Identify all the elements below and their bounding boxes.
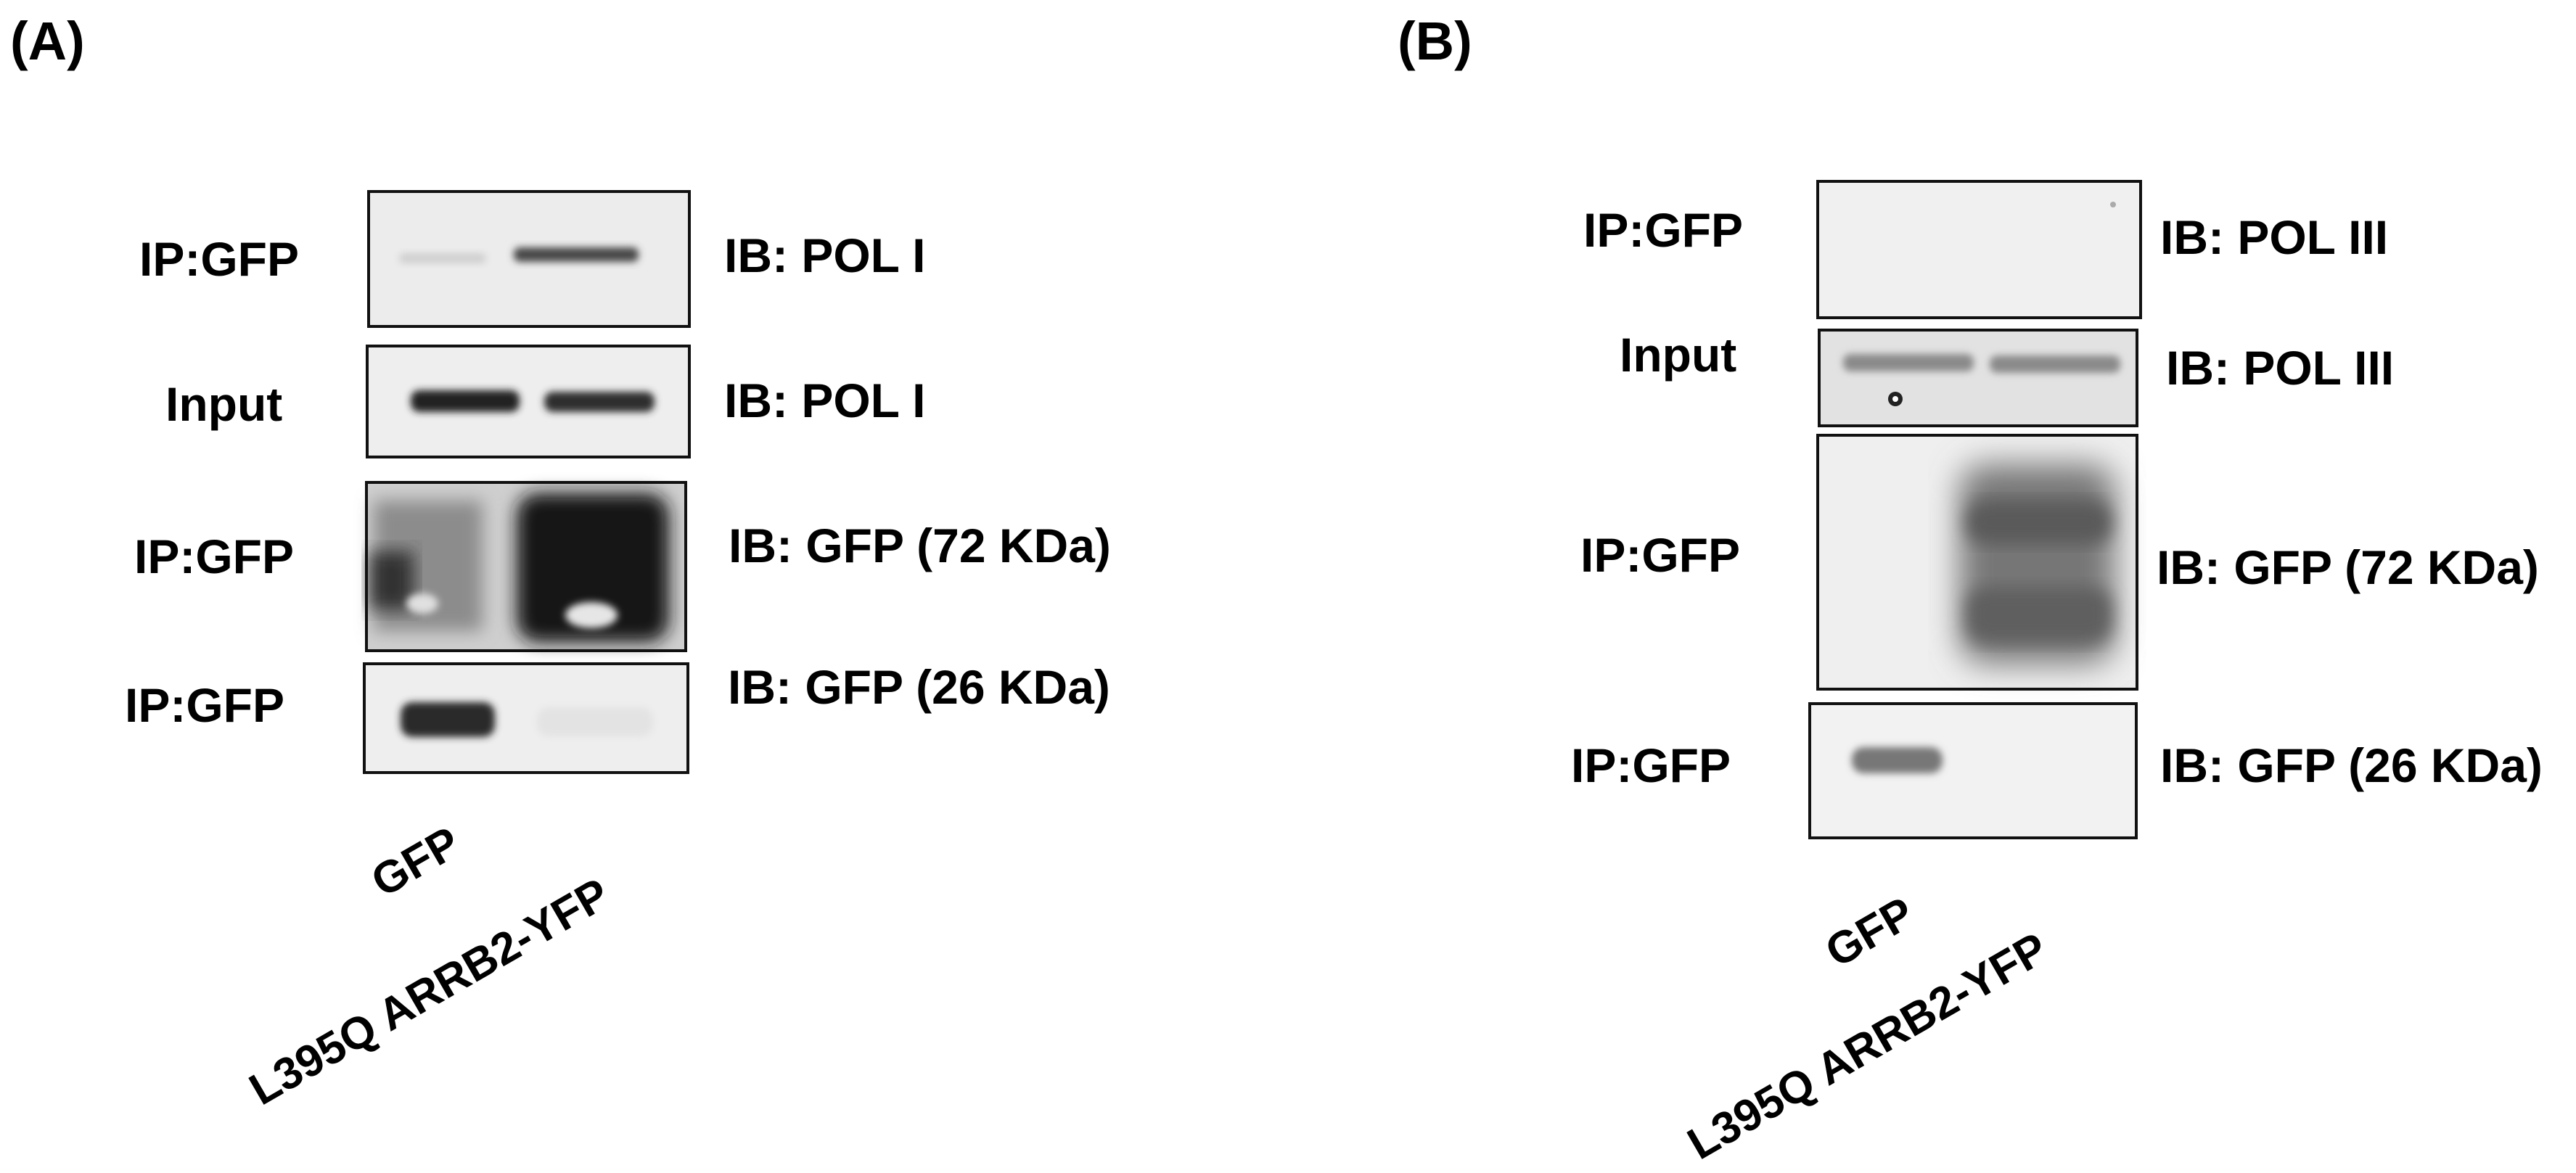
blot-frame xyxy=(366,345,691,458)
band xyxy=(514,247,639,262)
blot-label: IB: POL III xyxy=(2166,341,2394,395)
lane-label: L395Q ARRB2-YFP xyxy=(242,869,618,1115)
panel-a-blot-3: IP:GFP IB: GFP (72 KDa) xyxy=(134,481,1111,652)
panel-b-blot-2: Input IB: POL III xyxy=(1620,328,2394,427)
panel-b-blot-1: IP:GFP IB: POL III xyxy=(1583,180,2388,319)
lane-label: GFP xyxy=(364,818,469,907)
blot-frame xyxy=(363,662,689,774)
blot-background xyxy=(1818,181,2141,318)
panel-a-blot-4: IP:GFP IB: GFP (26 KDa) xyxy=(125,660,1110,774)
bubble xyxy=(565,602,618,628)
faint-band xyxy=(537,707,653,736)
speck xyxy=(2110,202,2116,207)
band xyxy=(544,392,655,412)
blot-frame xyxy=(1818,329,2138,427)
blot-label: IB: GFP (72 KDa) xyxy=(729,519,1111,572)
panel-b-blot-4: IP:GFP IB: GFP (26 KDa) xyxy=(1571,702,2543,839)
blot-frame xyxy=(1816,180,2142,319)
row-label: IP:GFP xyxy=(1571,738,1731,792)
faint-band xyxy=(399,253,486,263)
speck xyxy=(1892,396,1898,402)
panel-b-blot-3: IP:GFP IB: GFP (72 KDa) xyxy=(1580,434,2539,691)
band xyxy=(517,493,669,642)
blot-frame xyxy=(1816,434,2138,691)
band xyxy=(1990,355,2120,373)
blot-label: IB: POL I xyxy=(724,374,925,427)
bubble xyxy=(406,593,438,614)
blot-label: IB: POL III xyxy=(2160,210,2388,264)
blot-frame xyxy=(367,190,691,328)
blot-frame xyxy=(365,481,687,652)
band xyxy=(1966,588,2112,642)
row-label: IP:GFP xyxy=(1580,528,1740,582)
blot-label: IB: GFP (72 KDa) xyxy=(2157,540,2539,594)
blot-label: IB: GFP (26 KDa) xyxy=(728,660,1110,714)
blot-background xyxy=(1819,330,2137,426)
smear xyxy=(370,551,414,609)
row-label: Input xyxy=(165,377,282,431)
blot-label: IB: GFP (26 KDa) xyxy=(2160,738,2543,792)
panel-a-letter: (A) xyxy=(10,11,85,71)
row-label: IP:GFP xyxy=(139,232,299,286)
band xyxy=(401,702,495,737)
panel-b: (B) IP:GFP IB: POL III Input IB: POL III xyxy=(1398,11,2543,1169)
panel-a-blot-1: IP:GFP IB: POL I xyxy=(139,190,925,328)
band xyxy=(1843,354,1974,371)
band xyxy=(411,390,520,412)
row-label: Input xyxy=(1620,328,1736,382)
blot-frame xyxy=(1808,702,2138,839)
row-label: IP:GFP xyxy=(134,530,294,583)
panel-b-letter: (B) xyxy=(1398,11,1472,71)
band xyxy=(1852,747,1943,773)
blot-label: IB: POL I xyxy=(724,229,925,282)
row-label: IP:GFP xyxy=(1583,203,1743,257)
panel-a-blot-2: Input IB: POL I xyxy=(165,345,925,458)
lane-label: GFP xyxy=(1818,888,1923,977)
panel-a: (A) IP:GFP IB: POL I Input IB: POL I xyxy=(10,11,1111,1115)
row-label: IP:GFP xyxy=(125,678,284,732)
band xyxy=(1966,501,2112,544)
